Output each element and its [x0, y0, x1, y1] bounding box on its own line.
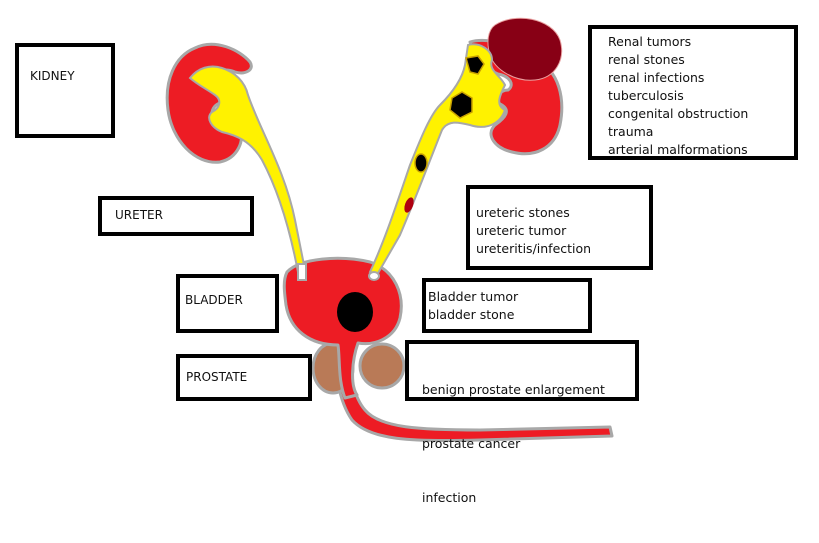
- condition-item: renal stones: [608, 52, 685, 67]
- condition-item: trauma: [608, 124, 654, 139]
- urinary-tract-diagram: [165, 17, 614, 443]
- condition-item: prostate cancer: [422, 436, 521, 451]
- condition-item: ureteritis/infection: [476, 241, 592, 256]
- prostate-conditions-box: benign prostate enlargement prostate can…: [405, 340, 639, 505]
- left-ureter-orifice: [297, 263, 307, 281]
- kidney-label: KIDNEY: [30, 69, 75, 83]
- condition-item: congenital obstruction: [608, 106, 749, 121]
- condition-item: bladder stone: [428, 307, 515, 322]
- renal-stone-pelvis: [449, 91, 473, 119]
- kidney-conditions-box: Renal tumors renal stones renal infectio…: [588, 25, 798, 160]
- ureter-conditions-box: ureteric stones ureteric tumor ureteriti…: [466, 185, 653, 270]
- urethra: [331, 338, 614, 443]
- condition-item: tuberculosis: [608, 88, 684, 103]
- ureteric-tumor: [404, 197, 414, 213]
- condition-item: Renal tumors: [608, 34, 692, 49]
- prostate-label: PROSTATE: [186, 370, 248, 384]
- condition-item: infection: [422, 490, 477, 505]
- ureter-label: URETER: [115, 208, 163, 222]
- bladder-conditions-box: Bladder tumor bladder stone: [422, 278, 592, 333]
- ureteric-stone: [414, 153, 428, 173]
- bladder-label-box: BLADDER: [176, 274, 279, 333]
- renal-tumor: [487, 17, 562, 81]
- condition-item: ureteric stones: [476, 205, 570, 220]
- condition-item: ureteric tumor: [476, 223, 567, 238]
- kidney-label-box: KIDNEY: [15, 43, 115, 138]
- ureter-label-box: URETER: [98, 196, 254, 236]
- right-ureter-orifice: [368, 271, 380, 281]
- renal-stone-upper: [465, 55, 485, 75]
- bladder-stone: [337, 292, 373, 332]
- prostate-label-box: PROSTATE: [176, 354, 312, 401]
- condition-item: renal infections: [608, 70, 705, 85]
- condition-item: arterial malformations: [608, 142, 748, 157]
- condition-item: benign prostate enlargement: [418, 382, 605, 397]
- prostate-right-lobe: [358, 342, 406, 390]
- bladder-label: BLADDER: [185, 293, 243, 307]
- left-ureter: [188, 65, 307, 274]
- condition-item: Bladder tumor: [428, 289, 519, 304]
- bladder: [282, 256, 403, 400]
